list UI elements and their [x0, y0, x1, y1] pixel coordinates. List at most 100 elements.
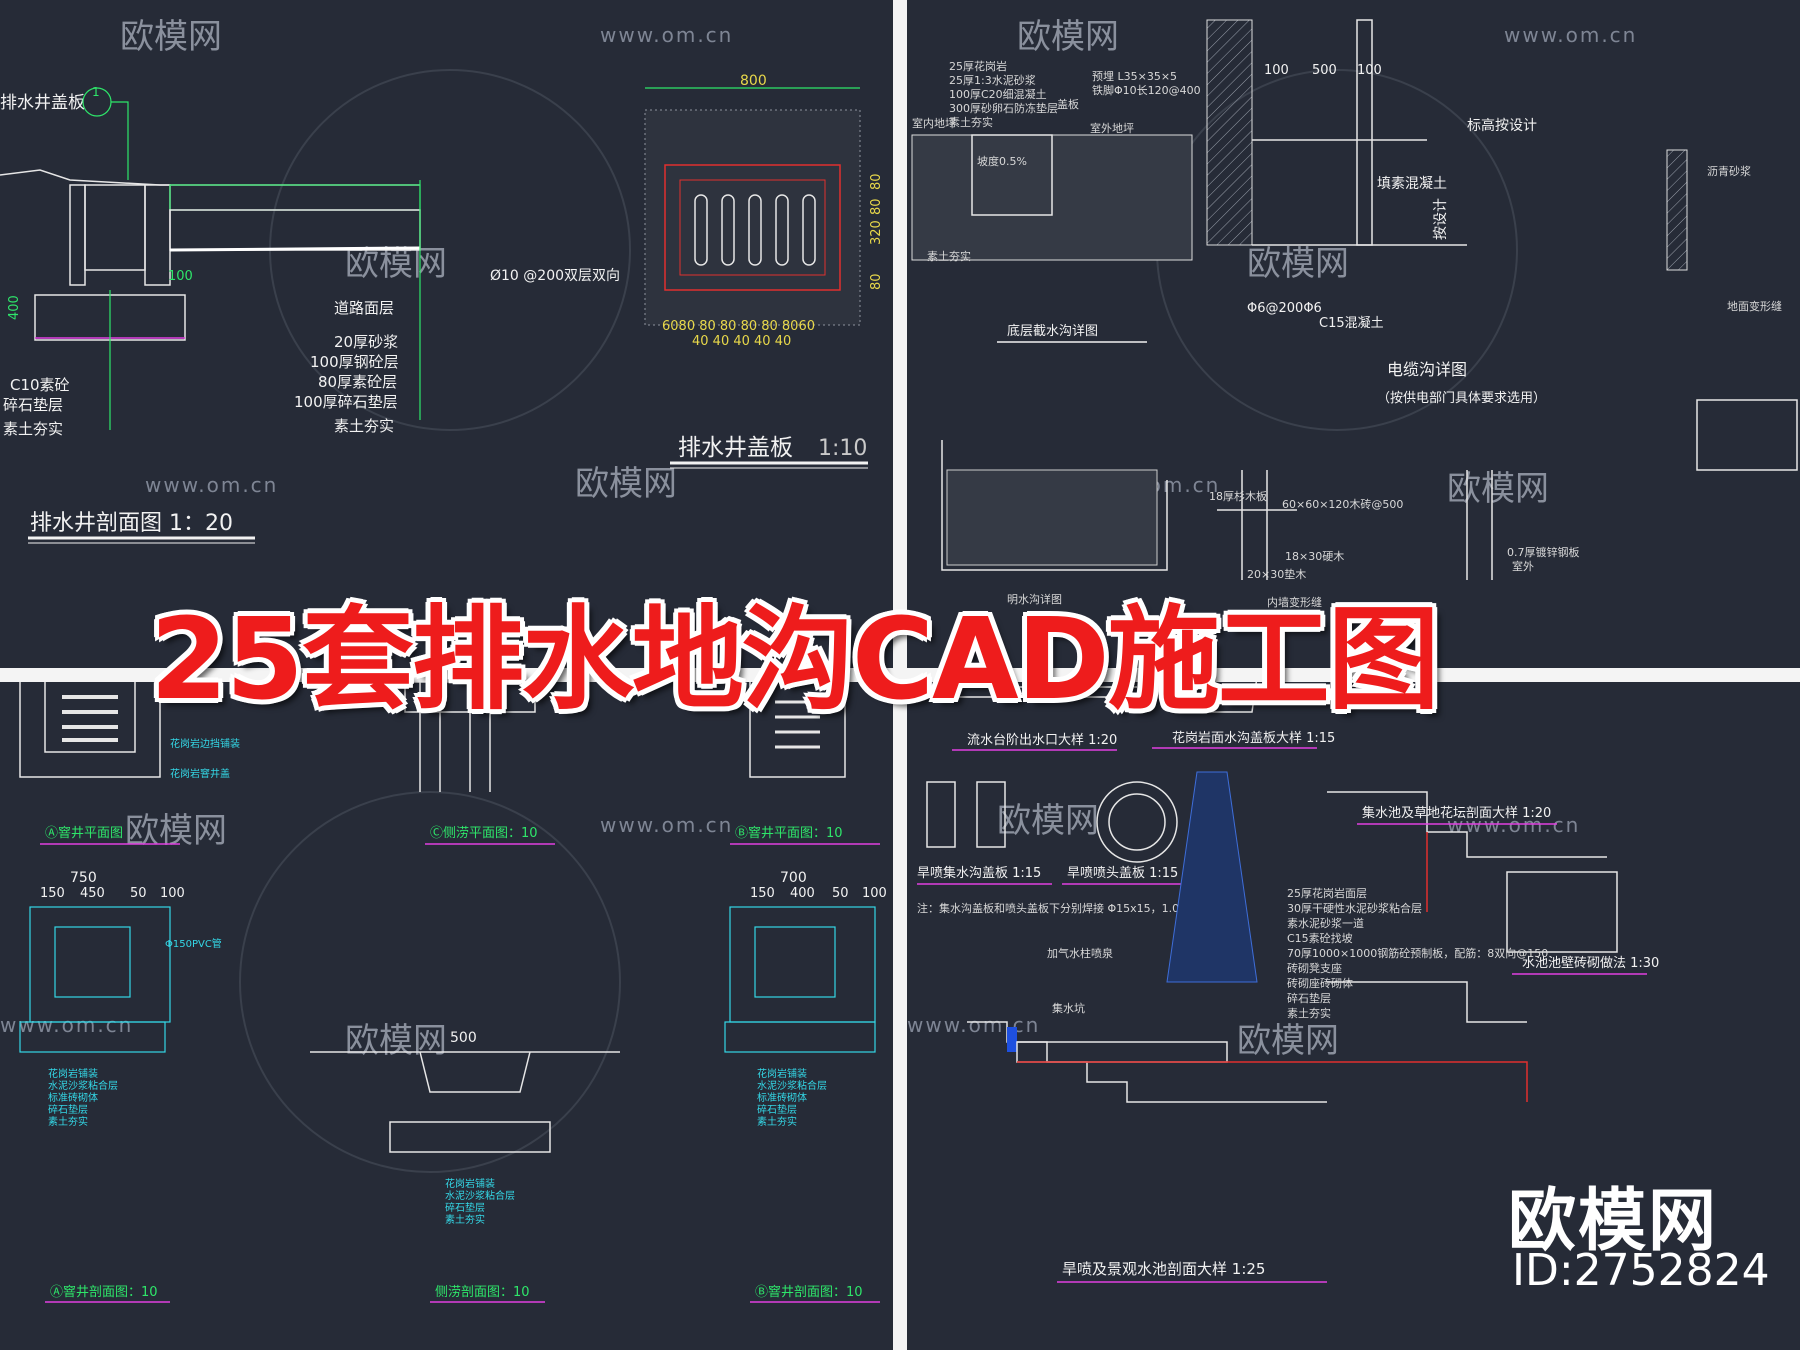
layer-note: 素土夯实: [949, 115, 993, 129]
floor-joint-label: 地面变形缝: [1727, 299, 1782, 313]
layer-label: C10素砼: [10, 376, 70, 394]
dim-label: 100: [168, 269, 193, 284]
view-title: Ⓑ窨井剖面图：10: [755, 1284, 863, 1300]
road-surface-layer: [169, 184, 421, 211]
dim-label: 80: [869, 198, 884, 215]
watermark-logo: 欧模网: [575, 464, 677, 504]
well-wall-left: [69, 184, 86, 286]
drawing-title: 旱喷及景观水池剖面大样 1:25: [1062, 1260, 1265, 1278]
watermark-url: www.om.cn: [0, 1013, 133, 1037]
dim-label: 100: [1357, 63, 1382, 78]
watermark-logo: 欧模网: [125, 811, 227, 851]
callout-number: 1: [92, 85, 100, 99]
dim-label: 750: [70, 870, 97, 886]
dim-label: 40 40 40 40 40: [692, 334, 791, 349]
trench-details-drawing: 欧模网 www.om.cn 欧模网 欧模网 www.om.cn 25厚花岗岩 2…: [911, 17, 1798, 609]
concrete-label: 填素混凝土: [1377, 176, 1447, 192]
slope-label: 坡度0.5%: [977, 154, 1027, 168]
dim-label: 100: [862, 886, 887, 901]
side-base: [389, 1121, 551, 1153]
elevation-label: 标高按设计: [1467, 117, 1537, 134]
dim-label: 150: [40, 886, 65, 901]
watermark-url: www.om.cn: [145, 473, 278, 497]
view-title: 流水台阶出水口大样 1:20: [967, 733, 1117, 748]
watermark-logo: 欧模网: [1447, 469, 1549, 509]
layer-label: 水泥沙浆粘合层: [757, 1079, 827, 1092]
layer-label: 碎石垫层: [445, 1201, 485, 1214]
wall-joint-lines: [1217, 470, 1297, 580]
dim-label: 700: [780, 870, 807, 886]
manholes-drawing: 欧模网 www.om.cn 欧模网 www.om.cn 花岗岩边挡铺装 花岗岩窨…: [0, 682, 887, 1303]
plan-a-grate: [62, 695, 118, 742]
watermark-logo: 欧模网: [345, 1021, 447, 1061]
granite-cover-detail: [1181, 682, 1258, 713]
layer-label: 碎石垫层: [48, 1103, 88, 1116]
dim-label: 50: [130, 886, 147, 901]
layer-label: 20厚砂浆: [334, 333, 398, 351]
dim-label: 320: [869, 220, 884, 245]
dim-label: 500: [450, 1030, 477, 1046]
outside-joint-lines: [1466, 470, 1493, 580]
outdoor-label: 室外地坪: [1090, 121, 1134, 135]
rebar-note: Ø10 @200双层双向: [490, 268, 620, 284]
layer-note: 25厚花岗岩: [949, 59, 1007, 73]
nozzle-circle: [1096, 781, 1178, 863]
collector-cover: [976, 781, 1006, 848]
layer-note: 100厚C20细混凝土: [949, 87, 1047, 101]
section-b-base: [724, 1021, 876, 1053]
watermark-circle: [239, 791, 621, 1173]
view-title: Ⓐ窨井剖面图：10: [50, 1284, 158, 1300]
layer-label: 碎石垫层: [1287, 991, 1331, 1005]
product-id: ID:2752824: [1512, 1245, 1770, 1296]
side-layer: [404, 682, 536, 713]
section-b-cavity: [754, 926, 836, 998]
view-title: 侧涝剖面图：10: [435, 1284, 530, 1300]
layer-label: 标准砖砌体: [48, 1091, 98, 1104]
cover-slot: [775, 194, 789, 266]
sump-label: 集水坑: [1052, 1001, 1085, 1015]
c15-label: C15混凝土: [1319, 315, 1384, 331]
cover-slot: [802, 194, 816, 266]
cover-outline: [644, 109, 861, 326]
cover-slot: [748, 194, 762, 266]
dim-label: 150: [750, 886, 775, 901]
cover-slot: [694, 194, 708, 266]
drain-well-drawing: 欧模网 www.om.cn 欧模网 www.om.cn 欧模网 排水井盖板 1 …: [0, 17, 884, 544]
watermark-url: www.om.cn: [600, 813, 733, 837]
layer-label: 素土夯实: [48, 1115, 88, 1128]
plan-a-outer: [19, 682, 161, 778]
fountain-jet: [1166, 771, 1258, 983]
gravel-line: [169, 246, 421, 252]
cover-frame: [664, 164, 841, 291]
view-title: 旱喷集水沟盖板 1:15: [917, 865, 1041, 881]
watermark-logo: 欧模网: [1247, 244, 1349, 284]
brand-logo: 欧模网: [1508, 1182, 1719, 1261]
watermark-url: www.om.cn: [907, 1013, 1040, 1037]
rebar-label: Φ6@200Φ6: [1247, 301, 1322, 316]
side-plan-lines: [419, 682, 491, 792]
pool-edge: [1327, 981, 1527, 1023]
dim-label: 100: [160, 886, 185, 901]
layer-label: 标准砖砌体: [757, 1091, 807, 1104]
dim-label: 50: [832, 886, 849, 901]
view-title: Ⓐ窨井平面图: [45, 825, 123, 841]
hardwood-label: 18×30硬木: [1285, 550, 1344, 563]
layer-label: 水泥沙浆粘合层: [48, 1079, 118, 1092]
layer-label: 花岗岩铺装: [757, 1067, 807, 1080]
layer-label: 素土夯实: [1287, 1006, 1331, 1020]
granite-edge-label: 花岗岩边挡铺装: [170, 737, 240, 750]
cable-note: （按供电部门具体要求选用）: [1377, 391, 1546, 406]
pump-label: 加气水柱喷泉: [1047, 946, 1113, 960]
ground-line: [0, 169, 420, 186]
dim-label: 80: [869, 173, 884, 190]
cover-label: 排水井盖板: [0, 93, 85, 113]
cover-note: 注：集水沟盖板和喷头盖板下分别焊接 Φ15x15，1.0不锈钢丝网: [917, 901, 1234, 915]
fir-label: 18厚杉木板: [1209, 489, 1267, 503]
by-design-label: 按设计: [1433, 198, 1449, 240]
steel-label: 0.7厚镀锌钢板: [1507, 545, 1580, 559]
section-b-body: [729, 906, 876, 1023]
view-title: 旱喷喷头盖板 1:15: [1067, 866, 1178, 881]
layer-label: 花岗岩铺装: [48, 1067, 98, 1080]
divider-horizontal: [0, 668, 1800, 682]
layer-label: 100厚碎石垫层: [294, 393, 398, 411]
